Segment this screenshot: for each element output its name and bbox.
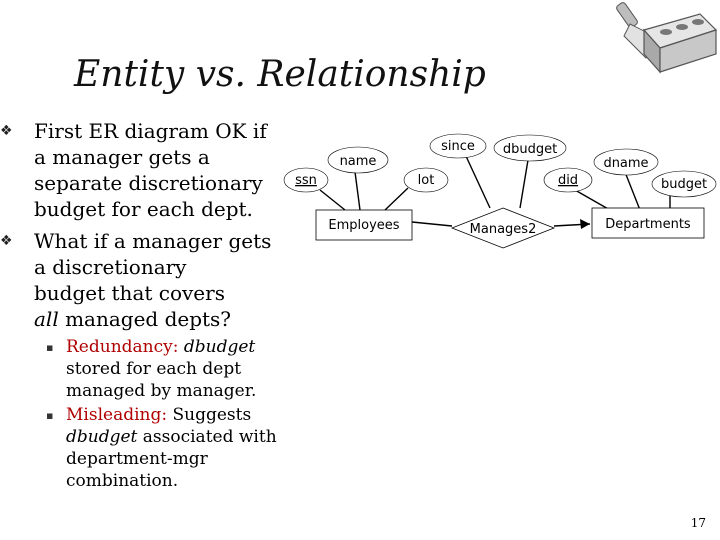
sub-bullet-line: Redundancy: dbudget	[66, 336, 296, 358]
attribute-budget: budget	[661, 177, 707, 192]
bullet-line: separate discretionary	[34, 171, 263, 195]
bullet-line: First ER diagram OK if	[34, 119, 267, 143]
misleading-label: Misleading:	[66, 405, 168, 425]
attribute-dname: dname	[603, 156, 648, 171]
square-bullet-icon: ▪	[46, 409, 54, 422]
attribute-did: did	[558, 173, 578, 188]
attribute-since: since	[441, 139, 475, 154]
attribute-dbudget-ellipse	[493, 134, 567, 162]
connector-dbudget-manages2	[519, 159, 529, 209]
sub-bullet-line: Misleading: Suggests	[66, 404, 296, 426]
sub-bullet-line: combination.	[66, 471, 179, 491]
dbudget-term: dbudget	[183, 337, 256, 357]
arrowhead-icon	[580, 219, 590, 229]
connector-name-employees	[354, 171, 361, 211]
attribute-dbudget: dbudget	[503, 142, 557, 157]
bullet-line: a manager gets a	[34, 145, 210, 169]
sub-bullet-line: managed by manager.	[66, 381, 257, 401]
bullet-line-rest: managed depts?	[58, 307, 232, 331]
diamond-bullet-icon: ❖	[0, 233, 13, 249]
attribute-ssn: ssn	[295, 173, 317, 188]
sub-bullet-line: stored for each dept	[66, 359, 242, 379]
bullet-line: budget for each dept.	[34, 197, 253, 221]
attribute-name: name	[340, 154, 377, 169]
emphasis-all: all	[34, 307, 59, 331]
attribute-since-ellipse	[429, 133, 487, 159]
attribute-lot-ellipse	[403, 167, 449, 193]
attribute-lot: lot	[418, 173, 435, 188]
connector-did-departments	[574, 189, 611, 211]
connector-employees-manages2	[411, 221, 453, 227]
attribute-budget-ellipse	[651, 170, 717, 198]
bullet-what-if: ❖ What if a manager gets a discretionary…	[0, 228, 294, 332]
entity-employees-box	[315, 209, 413, 241]
connector-since-manages2	[464, 153, 491, 209]
attribute-ssn-ellipse	[283, 167, 329, 193]
dbudget-term: dbudget	[66, 427, 138, 447]
bullet-line: budget that covers	[34, 281, 225, 305]
relationship-manages2-diamond	[450, 207, 556, 249]
sub-bullet-line-rest: associated with	[137, 427, 277, 447]
square-bullet-icon: ▪	[46, 341, 54, 354]
attribute-name-ellipse	[327, 146, 389, 174]
connector-lot-employees	[384, 187, 409, 211]
entity-departments: Departments	[605, 217, 691, 232]
sub-bullet-redundancy: ▪ Redundancy: dbudget stored for each de…	[46, 336, 296, 402]
sub-bullet-line: department-mgr	[66, 449, 208, 469]
bullet-line: all managed depts?	[34, 306, 294, 332]
entity-employees: Employees	[328, 218, 399, 233]
sub-bullet-line-rest: Suggests	[167, 405, 252, 425]
connector-dname-departments	[624, 171, 641, 211]
bullet-line: What if a manager gets	[34, 229, 272, 253]
diamond-bullet-icon: ❖	[0, 123, 13, 139]
er-connectors	[319, 153, 671, 227]
trowel-and-brick-icon	[616, 2, 718, 74]
relationship-manages2: Manages2	[470, 222, 537, 237]
attribute-dname-ellipse	[593, 148, 659, 176]
slide-title: Entity vs. Relationship	[74, 54, 486, 95]
redundancy-label: Redundancy:	[66, 337, 179, 357]
sub-bullet-line: dbudget associated with	[66, 426, 296, 448]
attribute-did-ellipse	[543, 167, 593, 193]
connector-ssn-employees	[319, 189, 346, 211]
sub-bullet-misleading: ▪ Misleading: Suggests dbudget associate…	[46, 404, 296, 492]
entity-departments-box	[591, 207, 705, 239]
page-number: 17	[690, 516, 706, 530]
bullet-line: a discretionary	[34, 255, 187, 279]
bullet-first-diagram: ❖ First ER diagram OK if a manager gets …	[0, 118, 284, 222]
